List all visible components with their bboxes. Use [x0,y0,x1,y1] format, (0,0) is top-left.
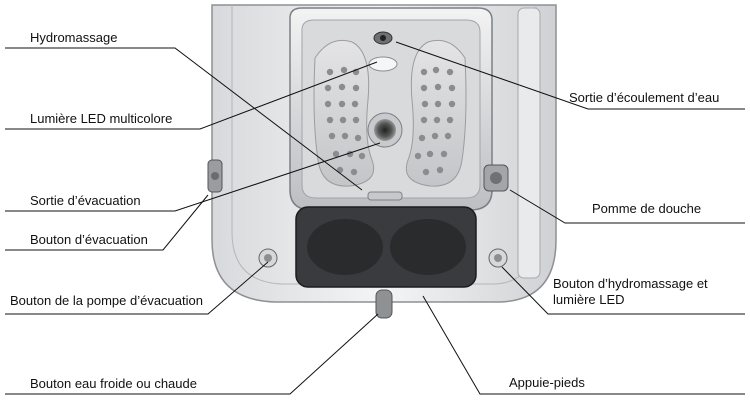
label-hydro-led-button: Bouton d’hydromassage et lumière LED [553,276,708,307]
led-light [368,56,398,72]
pump-button-part [258,248,278,268]
hydro-led-button-part [488,248,508,268]
drain-outlet-grate [367,191,403,201]
leader-shower-head [509,189,745,224]
label-pump-button: Bouton de la pompe d’évacuation [10,293,203,308]
leader-hydro-led-button [501,266,745,315]
leader-led [5,61,378,130]
leader-pump-button [5,261,269,315]
footrest-part [295,206,477,288]
leader-temp-button [5,313,379,395]
water-outlet-nozzle [373,31,393,45]
leader-water-outlet [395,41,745,110]
label-shower-head: Pomme de douche [592,201,702,216]
label-hydromassage: Hydromassage [30,30,118,45]
leader-footrest [422,295,745,395]
shower-head-part [483,164,509,192]
temperature-knob-part [375,289,393,319]
leader-drain-button [5,194,209,251]
hydromassage-jet [367,112,403,148]
label-drain-button: Bouton d’évacuation [30,232,148,247]
label-temp-button: Bouton eau froide ou chaude [30,376,197,391]
left-foot-pad [313,39,375,187]
right-foot-pad [405,39,467,187]
label-led: Lumière LED multicolore [30,111,173,126]
label-footrest: Appuie-pieds [509,375,585,390]
label-water-outlet: Sortie d’écoulement d’eau [569,90,720,105]
label-drain-outlet: Sortie d’évacuation [30,193,141,208]
drain-button-knob [207,159,223,193]
leader-hydromassage [5,47,363,191]
leader-drain-outlet [5,142,381,212]
massage-nodules [324,66,456,176]
